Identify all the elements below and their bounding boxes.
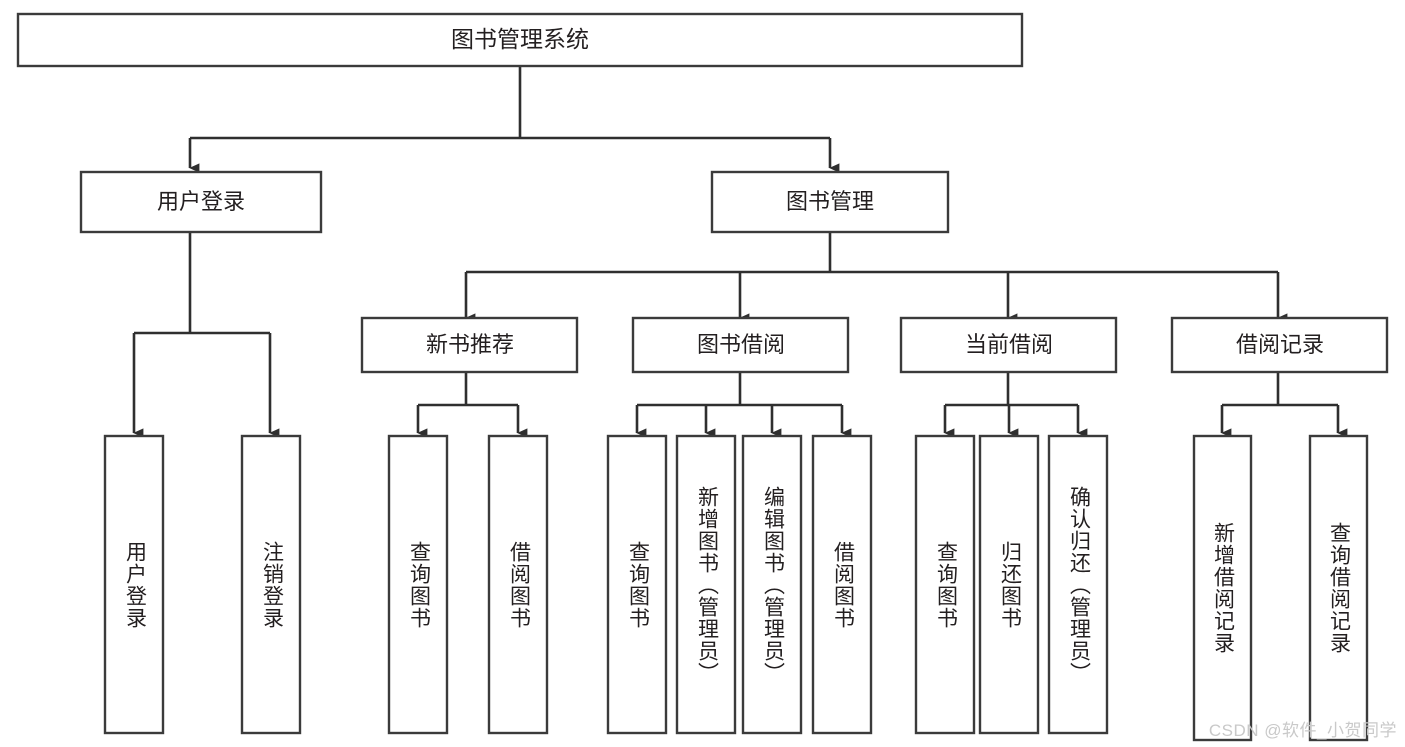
node-leaf-confirm-return-box[interactable] (1047, 434, 1109, 735)
connector-group-login (132, 233, 280, 438)
node-leaf-borrow-book-1-box[interactable] (487, 434, 549, 735)
watermark: CSDN @软件_小贺同学 (1208, 721, 1397, 740)
node-leaf-user-login-label: 用户登录 (123, 541, 147, 629)
node-leaf-return-book-box[interactable] (978, 434, 1040, 735)
node-newbook-label: 新书推荐 (426, 332, 514, 357)
node-borrow-label: 图书借阅 (697, 332, 785, 357)
node-leaf-query-book-1-label: 查询图书 (407, 541, 431, 629)
node-leaf-confirm-return-label: 确认归还（管理员） (1067, 486, 1091, 684)
node-login[interactable]: 用户登录 (79, 170, 323, 234)
node-current[interactable]: 当前借阅 (899, 316, 1118, 374)
node-login-label: 用户登录 (157, 189, 245, 214)
connector-group-borrow (635, 373, 852, 438)
node-leaf-query-book-1-box[interactable] (387, 434, 449, 735)
node-leaf-query-record-box[interactable] (1308, 434, 1369, 742)
connector-group-record (1220, 373, 1348, 438)
node-newbook[interactable]: 新书推荐 (360, 316, 579, 374)
connector-group-bookmgmt (464, 233, 1288, 323)
node-borrow-box[interactable] (631, 316, 850, 374)
node-current-label: 当前借阅 (965, 332, 1053, 357)
node-bookmgmt-box[interactable] (710, 170, 950, 234)
connector-group-newbook (416, 373, 528, 438)
node-leaf-edit-book-box[interactable] (741, 434, 803, 735)
node-leaf-query-book-3-box[interactable] (914, 434, 976, 735)
node-leaf-user-login[interactable]: 用户登录 (103, 434, 165, 735)
node-record-box[interactable] (1170, 316, 1389, 374)
node-bookmgmt[interactable]: 图书管理 (710, 170, 950, 234)
node-leaf-return-book[interactable]: 归还图书 (978, 434, 1040, 735)
node-leaf-add-record-label: 新增借阅记录 (1211, 522, 1235, 654)
node-leaf-logout-box[interactable] (240, 434, 302, 735)
node-bookmgmt-label: 图书管理 (786, 189, 874, 214)
node-leaf-edit-book-label: 编辑图书（管理员） (761, 486, 785, 684)
node-leaf-logout-label: 注销登录 (260, 541, 284, 629)
node-leaf-query-book-2-label: 查询图书 (626, 541, 650, 629)
connector-group-root (188, 66, 840, 173)
node-leaf-add-book-label: 新增图书（管理员） (695, 486, 719, 684)
node-login-box[interactable] (79, 170, 323, 234)
node-leaf-add-book-box[interactable] (675, 434, 737, 735)
node-root-label: 图书管理系统 (451, 26, 589, 52)
node-leaf-borrow-book-1[interactable]: 借阅图书 (487, 434, 549, 735)
node-newbook-box[interactable] (360, 316, 579, 374)
node-record[interactable]: 借阅记录 (1170, 316, 1389, 374)
node-current-box[interactable] (899, 316, 1118, 374)
node-leaf-logout[interactable]: 注销登录 (240, 434, 302, 735)
node-root-box[interactable] (16, 12, 1024, 68)
node-record-label: 借阅记录 (1236, 332, 1324, 357)
node-leaf-query-record[interactable]: 查询借阅记录 (1308, 434, 1369, 742)
node-leaf-query-book-2-box[interactable] (606, 434, 668, 735)
node-leaf-user-login-box[interactable] (103, 434, 165, 735)
node-leaf-add-record[interactable]: 新增借阅记录 (1192, 434, 1253, 742)
node-leaf-add-book[interactable]: 新增图书（管理员） (675, 434, 737, 735)
node-leaf-query-book-3[interactable]: 查询图书 (914, 434, 976, 735)
node-borrow[interactable]: 图书借阅 (631, 316, 850, 374)
connector-group-current (943, 373, 1088, 438)
node-leaf-query-book-2[interactable]: 查询图书 (606, 434, 668, 735)
node-leaf-borrow-book-2-box[interactable] (811, 434, 873, 735)
node-leaf-confirm-return[interactable]: 确认归还（管理员） (1047, 434, 1109, 735)
node-root[interactable]: 图书管理系统 (16, 12, 1024, 68)
node-leaf-return-book-label: 归还图书 (998, 541, 1022, 629)
node-leaf-edit-book[interactable]: 编辑图书（管理员） (741, 434, 803, 735)
node-leaf-add-record-box[interactable] (1192, 434, 1253, 742)
node-leaf-borrow-book-2-label: 借阅图书 (831, 541, 855, 629)
node-leaf-query-book-3-label: 查询图书 (934, 541, 958, 629)
node-leaf-borrow-book-1-label: 借阅图书 (507, 541, 531, 629)
node-leaf-borrow-book-2[interactable]: 借阅图书 (811, 434, 873, 735)
node-leaf-query-book-1[interactable]: 查询图书 (387, 434, 449, 735)
node-leaf-query-record-label: 查询借阅记录 (1327, 522, 1351, 654)
